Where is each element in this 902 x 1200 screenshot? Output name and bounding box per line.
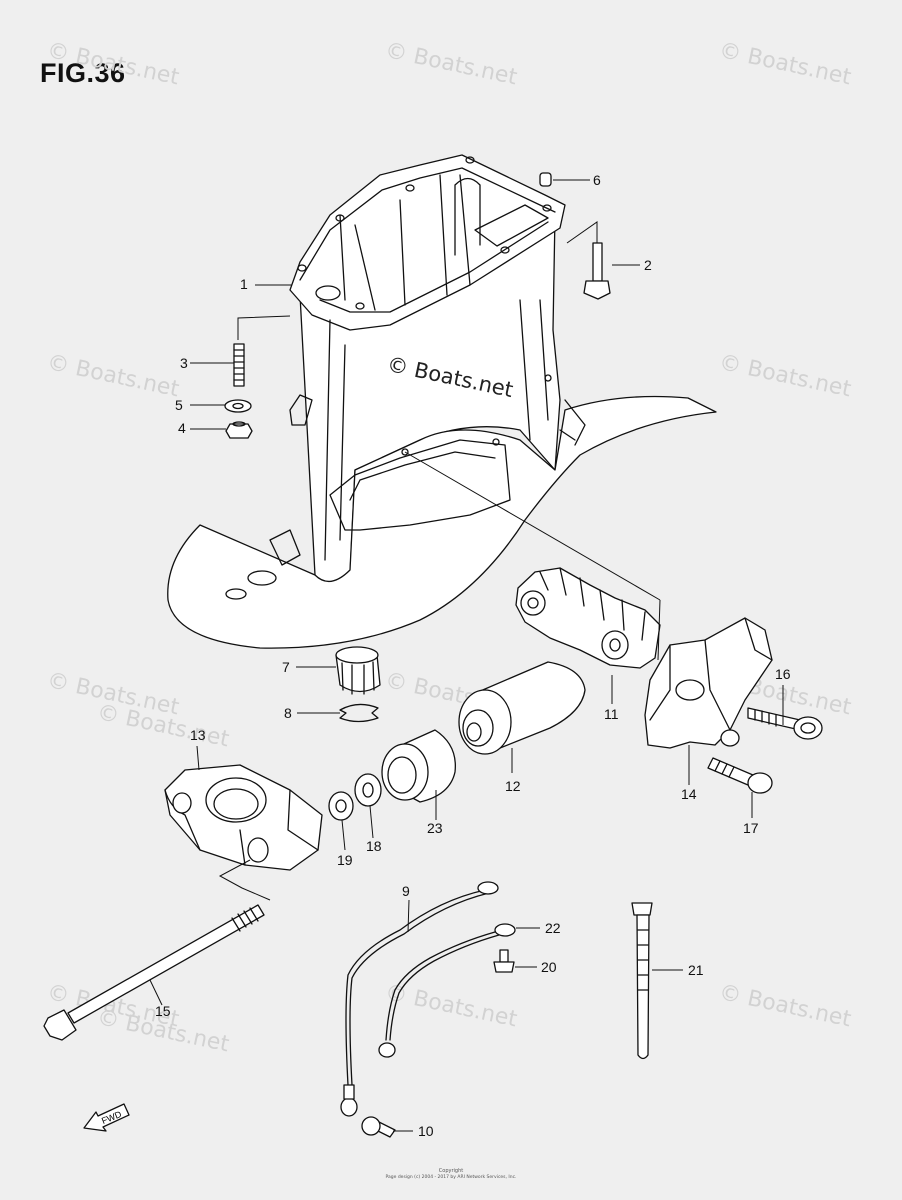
part-10-screw bbox=[361, 1116, 396, 1138]
callout-2: 2 bbox=[644, 257, 652, 273]
drive-shaft-housing bbox=[167, 154, 717, 649]
callout-9: 9 bbox=[402, 883, 410, 899]
callout-17: 17 bbox=[743, 820, 759, 836]
part-16-bolt bbox=[747, 707, 823, 740]
part-22-ground-cable bbox=[378, 923, 516, 1058]
part-18-washer bbox=[354, 773, 382, 807]
part-8-clip bbox=[339, 703, 379, 723]
callout-5: 5 bbox=[175, 397, 183, 413]
callout-23: 23 bbox=[427, 820, 443, 836]
callout-18: 18 bbox=[366, 838, 382, 854]
part-15-through-bolt bbox=[43, 904, 265, 1041]
part-19-washer bbox=[328, 791, 354, 821]
part-2-bolt bbox=[583, 242, 611, 300]
callout-20: 20 bbox=[541, 959, 557, 975]
callout-16: 16 bbox=[775, 666, 791, 682]
part-7-grommet bbox=[335, 646, 381, 695]
part-3-stud bbox=[233, 343, 245, 387]
footer-copyright: Copyright bbox=[438, 1168, 464, 1174]
callout-4: 4 bbox=[178, 420, 186, 436]
callout-19: 19 bbox=[337, 852, 353, 868]
callout-14: 14 bbox=[681, 786, 697, 802]
callout-12: 12 bbox=[505, 778, 521, 794]
callout-21: 21 bbox=[688, 962, 704, 978]
callout-3: 3 bbox=[180, 355, 188, 371]
callout-8: 8 bbox=[284, 705, 292, 721]
callout-15: 15 bbox=[155, 1003, 171, 1019]
part-21-cable-tie bbox=[631, 902, 653, 1060]
callout-6: 6 bbox=[593, 172, 601, 188]
part-14-bracket bbox=[644, 617, 773, 749]
part-12-bushing bbox=[458, 661, 586, 755]
leader-lines bbox=[149, 179, 784, 1132]
part-6-pin bbox=[539, 172, 552, 187]
part-11-rubber-mount bbox=[515, 567, 661, 669]
footer-page-design: Page design (c) 2004 - 2017 by ARI Netwo… bbox=[385, 1175, 517, 1180]
callout-1: 1 bbox=[240, 276, 248, 292]
part-4-nut bbox=[225, 421, 253, 439]
callout-22: 22 bbox=[545, 920, 561, 936]
part-20-screw bbox=[493, 949, 515, 973]
callout-13: 13 bbox=[190, 727, 206, 743]
figure-title: FIG.36 bbox=[40, 58, 126, 88]
fwd-arrow-icon: FWD bbox=[83, 1103, 130, 1132]
part-5-washer bbox=[224, 399, 252, 413]
part-17-bolt bbox=[707, 757, 773, 794]
callout-7: 7 bbox=[282, 659, 290, 675]
part-23-bushing bbox=[381, 729, 456, 803]
part-9-ground-cable bbox=[340, 881, 499, 1117]
callout-10: 10 bbox=[418, 1123, 434, 1139]
part-13-clamp-bracket bbox=[164, 764, 323, 871]
callout-11: 11 bbox=[604, 706, 619, 722]
